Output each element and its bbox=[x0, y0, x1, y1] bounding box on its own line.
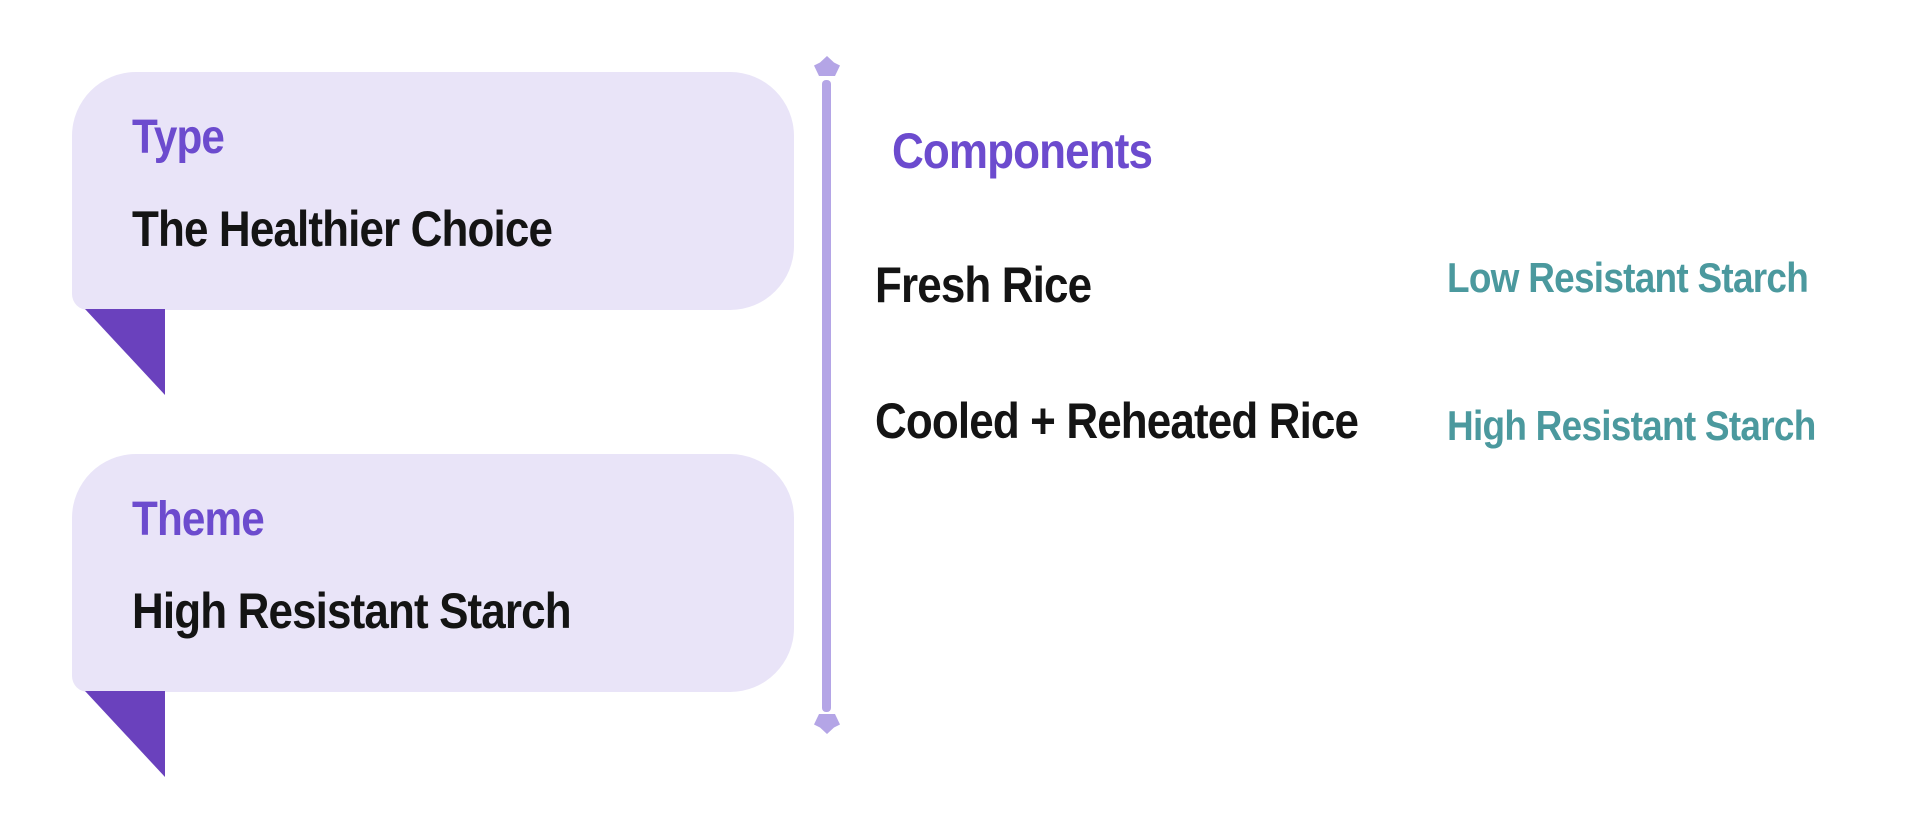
divider-line bbox=[822, 80, 831, 712]
divider-ornament-bottom-icon bbox=[814, 714, 840, 734]
component-row-name: Cooled + Reheated Rice bbox=[875, 393, 1359, 449]
speech-tail-icon bbox=[85, 691, 165, 777]
components-heading: Components bbox=[892, 123, 1153, 179]
component-row-name: Fresh Rice bbox=[875, 257, 1092, 313]
bubble-theme-heading: Theme bbox=[132, 493, 265, 546]
component-row-value: Low Resistant Starch bbox=[1447, 254, 1809, 301]
bubble-type-heading: Type bbox=[132, 111, 225, 164]
component-row-value: High Resistant Starch bbox=[1447, 402, 1816, 449]
bubble-theme-body: High Resistant Starch bbox=[132, 583, 572, 639]
bubble-type-body: The Healthier Choice bbox=[132, 201, 553, 257]
speech-tail-icon bbox=[85, 309, 165, 395]
divider-ornament-top-icon bbox=[814, 56, 840, 76]
speech-bubble-theme: Theme High Resistant Starch bbox=[72, 454, 794, 777]
speech-bubble-type: Type The Healthier Choice bbox=[72, 72, 794, 395]
